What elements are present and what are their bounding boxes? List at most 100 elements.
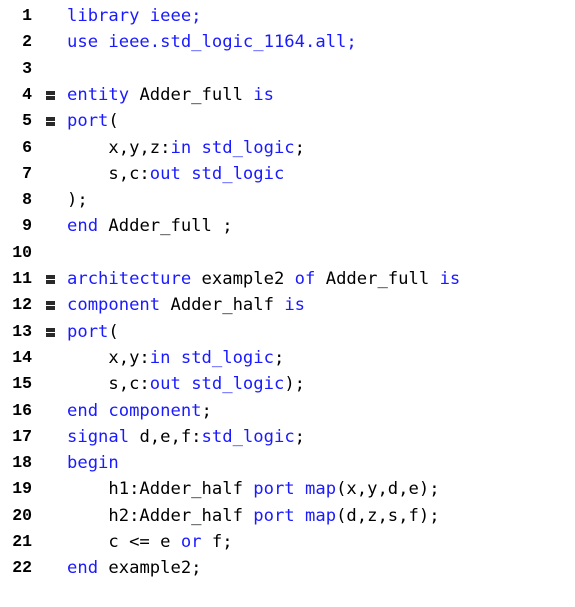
line-number: 11	[12, 269, 32, 288]
line-number: 8	[22, 190, 32, 210]
code-token: c <= e	[67, 532, 181, 552]
code-token: h1:Adder_half	[67, 479, 254, 500]
keyword-token: std_logic	[201, 426, 295, 447]
code-text: end example2;	[67, 555, 202, 581]
line-number: 21	[12, 532, 32, 551]
code-text: x,y:in std_logic;	[67, 345, 284, 371]
line-number: 13	[12, 321, 32, 341]
code-line[interactable]: 8);	[0, 187, 575, 213]
code-line[interactable]: 19 h1:Adder_half port map(x,y,d,e);	[0, 476, 575, 502]
code-token: Adder_full	[129, 84, 254, 105]
code-text: h1:Adder_half port map(x,y,d,e);	[67, 476, 440, 502]
keyword-token: is	[439, 269, 461, 289]
line-number: 19	[12, 479, 32, 499]
keyword-token: end component	[67, 400, 202, 421]
code-text: entity Adder_full is	[67, 82, 274, 108]
fold-collapse-icon[interactable]	[46, 275, 55, 284]
code-line[interactable]: 22 end example2;	[0, 555, 575, 581]
code-text: component Adder_half is	[67, 292, 305, 318]
code-line[interactable]: 7 s,c:out std_logic	[0, 161, 575, 187]
line-number: 2	[22, 32, 32, 52]
code-line[interactable]: 6 x,y,z:in std_logic;	[0, 135, 575, 161]
keyword-token: use ieee.std_logic_1164.all;	[67, 32, 357, 53]
line-number: 1	[22, 6, 32, 25]
keyword-token: signal	[67, 426, 130, 447]
code-text: );	[67, 187, 88, 213]
line-number: 17	[12, 426, 32, 446]
code-line[interactable]: 3	[0, 56, 575, 82]
code-token: ;	[294, 137, 306, 158]
fold-collapse-icon[interactable]	[46, 117, 55, 127]
code-text: port(	[67, 319, 119, 345]
code-token: s,c:	[67, 163, 150, 184]
line-number: 12	[12, 295, 32, 315]
code-token: s,c:	[67, 374, 150, 395]
code-line[interactable]: 17 signal d,e,f:std_logic;	[0, 424, 575, 450]
code-text: s,c:out std_logic	[67, 161, 284, 187]
line-number: 10	[12, 242, 32, 262]
keyword-token: port	[67, 321, 109, 342]
code-token: f;	[201, 532, 233, 552]
keyword-token: begin	[67, 453, 119, 474]
keyword-token: in std_logic	[170, 137, 295, 158]
code-token: ;	[273, 347, 285, 368]
code-token: (d,z,s,f);	[336, 505, 440, 526]
code-text: x,y,z:in std_logic;	[67, 135, 305, 161]
line-number: 15	[12, 374, 32, 394]
code-line[interactable]: 14 x,y:in std_logic;	[0, 345, 575, 371]
code-text: h2:Adder_half port map(d,z,s,f);	[67, 503, 440, 529]
code-line[interactable]: 9 end Adder_full ;	[0, 213, 575, 239]
keyword-token: port map	[253, 505, 337, 526]
keyword-token: port map	[253, 479, 337, 500]
code-line[interactable]: 10	[0, 240, 575, 266]
code-token: Adder_full ;	[98, 216, 233, 237]
code-token: (	[108, 111, 119, 132]
code-text: signal d,e,f:std_logic;	[67, 424, 305, 450]
line-number: 5	[22, 111, 32, 131]
keyword-token: end	[67, 216, 99, 237]
code-line[interactable]: 11 architecture example2 of Adder_full is	[0, 266, 575, 292]
code-line[interactable]: 2 use ieee.std_logic_1164.all;	[0, 29, 575, 55]
code-line[interactable]: 15 s,c:out std_logic);	[0, 371, 575, 397]
code-token: Adder_full	[315, 269, 440, 289]
keyword-token: out std_logic	[149, 163, 285, 184]
fold-collapse-icon[interactable]	[46, 90, 55, 100]
line-number: 9	[22, 216, 32, 236]
code-token: (x,y,d,e);	[336, 479, 440, 500]
code-line[interactable]: 21 c <= e or f;	[0, 529, 575, 555]
keyword-token: component	[67, 295, 161, 316]
code-line[interactable]: 20 h2:Adder_half port map(d,z,s,f);	[0, 503, 575, 529]
code-token: x,y,z:	[67, 137, 171, 158]
line-number: 16	[12, 400, 32, 420]
code-text: c <= e or f;	[67, 529, 233, 555]
line-number: 14	[12, 347, 32, 367]
line-number: 7	[22, 163, 32, 183]
code-token: x,y:	[67, 347, 150, 368]
line-number: 6	[22, 137, 32, 157]
fold-collapse-icon[interactable]	[46, 327, 55, 337]
code-token: ;	[294, 426, 306, 447]
code-line[interactable]: 13 port(	[0, 319, 575, 345]
keyword-token: architecture	[67, 269, 192, 289]
code-text: end Adder_full ;	[67, 213, 233, 239]
line-number: 22	[12, 558, 32, 578]
keyword-token: in std_logic	[149, 347, 274, 368]
code-token: example2	[191, 269, 295, 289]
code-line[interactable]: 12 component Adder_half is	[0, 292, 575, 318]
code-token: );	[284, 374, 306, 395]
line-number: 3	[22, 58, 32, 78]
keyword-token: of	[294, 269, 316, 289]
code-text: begin	[67, 450, 119, 476]
code-text: s,c:out std_logic);	[67, 371, 305, 397]
line-number: 20	[12, 505, 32, 525]
keyword-token: end	[67, 558, 99, 579]
code-token: h2:Adder_half	[67, 505, 254, 526]
fold-collapse-icon[interactable]	[46, 301, 55, 311]
keyword-token: or	[180, 532, 202, 552]
